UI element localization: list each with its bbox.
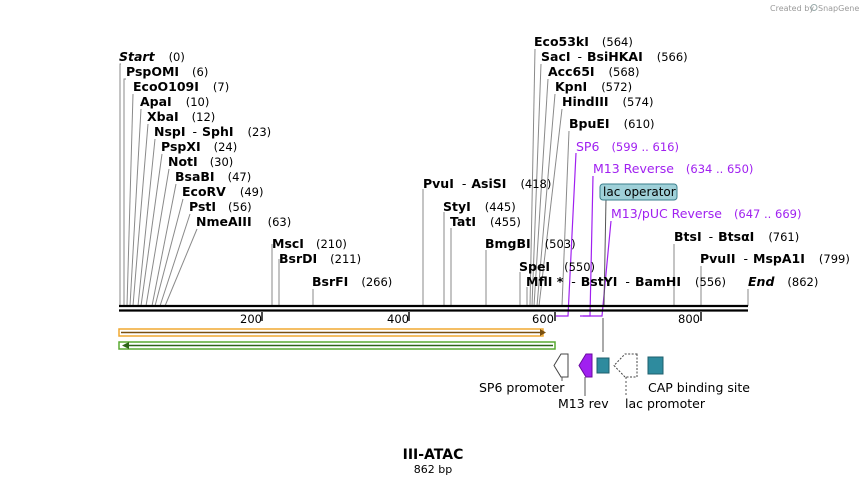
site-label-xbai[interactable]: XbaI(12): [147, 109, 215, 124]
left-site-labels: Start(0) PspOMI(6) EcoO109I(7) ApaI(10) …: [119, 49, 291, 229]
site-label-end[interactable]: End(862): [748, 274, 818, 289]
site-label-bpuei[interactable]: BpuEI(610): [569, 116, 655, 131]
site-label-bsrfi[interactable]: BsrFI(266): [312, 274, 392, 289]
site-label-pvui-asisi[interactable]: PvuI-AsiSI(418): [423, 176, 551, 191]
green-feature-arrow[interactable]: [118, 341, 556, 350]
orange-feature-arrow[interactable]: [118, 328, 546, 337]
site-label-eco53ki[interactable]: Eco53kI(564): [534, 34, 633, 49]
sequence-length: 862 bp: [414, 463, 452, 476]
lac-operator-badge[interactable]: lac operator: [599, 183, 678, 201]
ruler: 200 400 600 800: [240, 312, 702, 326]
site-label-ecorv[interactable]: EcoRV(49): [182, 184, 263, 199]
site-label-pvuii-mspa1i[interactable]: PvuII-MspA1I(799): [700, 251, 850, 266]
primer-lines: [556, 152, 612, 317]
cut-site-lines: [119, 48, 749, 307]
lac-operator-label: lac operator: [603, 185, 676, 199]
credit-brand: SnapGene: [818, 4, 859, 13]
site-label-styi[interactable]: StyI(445): [443, 199, 516, 214]
primer-labels: SP6(599 .. 616) M13 Reverse(634 .. 650) …: [576, 139, 801, 221]
credit-prefix: Created by: [770, 4, 814, 13]
primer-label-m13-reverse[interactable]: M13 Reverse(634 .. 650): [593, 161, 753, 176]
site-label-noti[interactable]: NotI(30): [168, 154, 233, 169]
site-label-pspomi[interactable]: PspOMI(6): [126, 64, 208, 79]
site-label-start[interactable]: Start(0): [119, 49, 185, 64]
snapgene-credit: Created by SnapGene: [770, 4, 859, 13]
middle-site-labels: MscI(210) BsrDI(211) BsrFI(266) PvuI-Asi…: [272, 176, 726, 289]
tick-label-600: 600: [532, 312, 554, 326]
site-label-ecoo109i[interactable]: EcoO109I(7): [133, 79, 229, 94]
site-label-kpni[interactable]: KpnI(572): [555, 79, 632, 94]
tick-label-400: 400: [387, 312, 409, 326]
site-label-hindiii[interactable]: HindIII(574): [562, 94, 653, 109]
primer-label-m13-puc-reverse[interactable]: M13/pUC Reverse(647 .. 669): [611, 206, 801, 221]
sequence-title: III-ATAC: [403, 447, 464, 463]
site-label-acc65i[interactable]: Acc65I(568): [548, 64, 639, 79]
snapgene-logo-icon: [810, 4, 818, 11]
site-label-nspi-sphi[interactable]: NspI-SphI(23): [154, 124, 271, 139]
dna-backbone: [119, 304, 748, 312]
right-site-labels: BtsI-BtsαI(761) PvuII-MspA1I(799) End(86…: [674, 229, 850, 289]
lac-operator-lines: [602, 198, 607, 352]
top-site-labels: Eco53kI(564) SacI-BsiHKAI(566) Acc65I(56…: [534, 34, 688, 131]
site-label-mfli-bstyi-bamhi[interactable]: MflI *-BstYI-BamHI(556): [526, 274, 726, 289]
site-label-apai[interactable]: ApaI(10): [140, 94, 209, 109]
site-label-tati[interactable]: TatI(455): [450, 214, 521, 229]
site-label-nmeaiii[interactable]: NmeAIII(63): [196, 214, 291, 229]
site-label-psti[interactable]: PstI(56): [189, 199, 252, 214]
m13-rev-arrow-icon[interactable]: [578, 353, 593, 378]
sp6-promoter-arrow-icon[interactable]: [553, 353, 569, 378]
site-label-bmgbi[interactable]: BmgBI(503): [485, 236, 576, 251]
tick-label-200: 200: [240, 312, 262, 326]
site-label-bsabi[interactable]: BsaBI(47): [175, 169, 251, 184]
lac-operator-box-icon[interactable]: [596, 357, 610, 374]
site-label-saci-bsihkai[interactable]: SacI-BsiHKAI(566): [541, 49, 688, 64]
site-label-spei[interactable]: SpeI(550): [519, 259, 595, 274]
feature-label-m13-rev: M13 rev: [558, 396, 609, 411]
site-label-pspxi[interactable]: PspXI(24): [161, 139, 237, 154]
lac-promoter-arrow-icon[interactable]: [613, 353, 638, 378]
feature-label-cap-binding-site: CAP binding site: [648, 380, 750, 395]
site-label-bsrdi[interactable]: BsrDI(211): [279, 251, 361, 266]
site-label-btsi-btsai[interactable]: BtsI-BtsαI(761): [674, 229, 799, 244]
feature-label-lines: [561, 377, 627, 396]
site-label-msci[interactable]: MscI(210): [272, 236, 347, 251]
primer-label-sp6[interactable]: SP6(599 .. 616): [576, 139, 679, 154]
feature-label-sp6-promoter: SP6 promoter: [479, 380, 565, 395]
feature-label-lac-promoter: lac promoter: [625, 396, 706, 411]
cap-binding-site-box-icon[interactable]: [647, 356, 664, 375]
tick-label-800: 800: [678, 312, 700, 326]
